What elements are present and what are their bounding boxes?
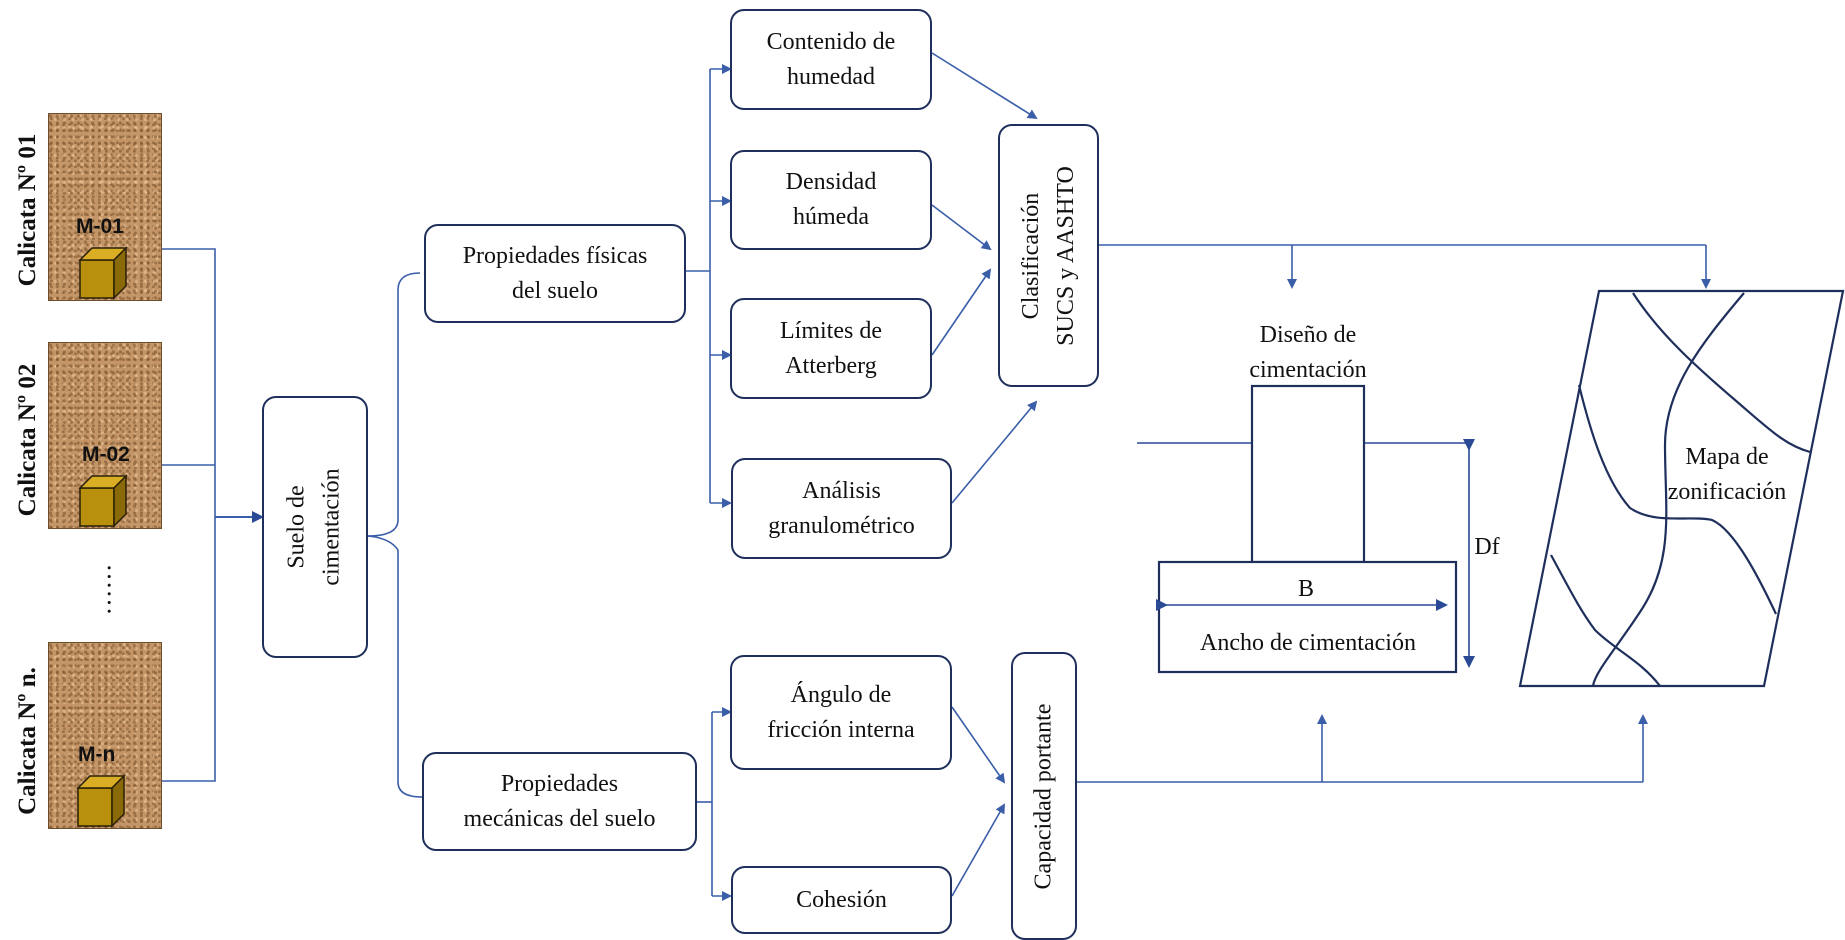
limites-atterberg-label: Límites de Atterberg: [780, 317, 882, 379]
mapa-zonificacion-label: Mapa de zonificación: [1667, 444, 1787, 505]
footing-column: [1250, 384, 1366, 564]
densidad-humeda-box: Densidad húmeda: [730, 150, 932, 250]
clasificacion-outputs: [1099, 244, 1711, 289]
suelo-cimentacion-box: Suelo de cimentación: [262, 396, 368, 658]
footing-base: [1157, 560, 1458, 674]
soil-sample-02: [48, 342, 162, 529]
suelo-cimentacion-label: Suelo de cimentación: [284, 468, 345, 586]
b-label: B: [1297, 576, 1314, 602]
propiedades-fisicas-box: Propiedades físicas del suelo: [424, 224, 686, 323]
zoning-map-frame: [1518, 289, 1845, 688]
densidad-humeda-label: Densidad húmeda: [785, 169, 877, 230]
sample-cube-icon: [78, 474, 128, 528]
capacidad-portante-box: Capacidad portante: [1011, 652, 1077, 940]
propiedades-fisicas-label: Propiedades físicas del suelo: [462, 242, 648, 304]
angulo-friccion-label: Ángulo de fricción interna: [767, 681, 915, 743]
limites-atterberg-box: Límites de Atterberg: [730, 298, 932, 399]
sample-id-01: M-01: [76, 215, 124, 238]
clasificacion-label: Clasificación SUCS y AASHTO: [1017, 165, 1079, 346]
diseno-cimentacion-title: Diseño de cimentación: [1249, 322, 1367, 383]
zone-boundary-3: [1577, 384, 1777, 615]
capacidad-arrows: [951, 706, 1006, 897]
soil-sample-n: [48, 642, 162, 829]
sample-id-02: M-02: [82, 443, 130, 466]
samples-ellipsis: ……: [87, 563, 117, 616]
sample-cube-icon: [78, 246, 128, 300]
analisis-granulometrico-label: Análisis granulométrico: [768, 477, 915, 539]
capacidad-outputs: [1077, 714, 1648, 783]
mecanicas-branch: [697, 707, 732, 901]
foundation-drawing: [1137, 384, 1475, 674]
clasificacion-box: Clasificación SUCS y AASHTO: [998, 124, 1099, 387]
suelo-brace: [367, 272, 423, 798]
zoning-map-drawing: [1518, 289, 1845, 688]
cohesion-box: Cohesión: [731, 866, 952, 934]
analisis-granulometrico-box: Análisis granulométrico: [731, 458, 952, 559]
sample-cube-icon: [76, 774, 126, 828]
contenido-humedad-box: Contenido de humedad: [730, 9, 932, 110]
ancho-cimentacion-label: Ancho de cimentación: [1200, 630, 1416, 656]
sample-id-n: M-n: [78, 743, 116, 766]
contenido-humedad-label: Contenido de humedad: [766, 28, 896, 90]
propiedades-mecanicas-label: Propiedades mecánicas del suelo: [463, 770, 656, 832]
samples-connector: [152, 248, 264, 782]
zone-boundary-4: [1550, 554, 1661, 687]
propiedades-mecanicas-box: Propiedades mecánicas del suelo: [422, 752, 697, 851]
fisicas-branch: [686, 64, 732, 508]
capacidad-portante-label: Capacidad portante: [1030, 703, 1057, 889]
angulo-friccion-box: Ángulo de fricción interna: [730, 655, 952, 770]
df-label: Df: [1474, 534, 1500, 560]
cohesion-label: Cohesión: [796, 886, 887, 913]
clasificacion-arrows: [931, 52, 1038, 504]
zone-boundary-1: [1632, 292, 1811, 454]
